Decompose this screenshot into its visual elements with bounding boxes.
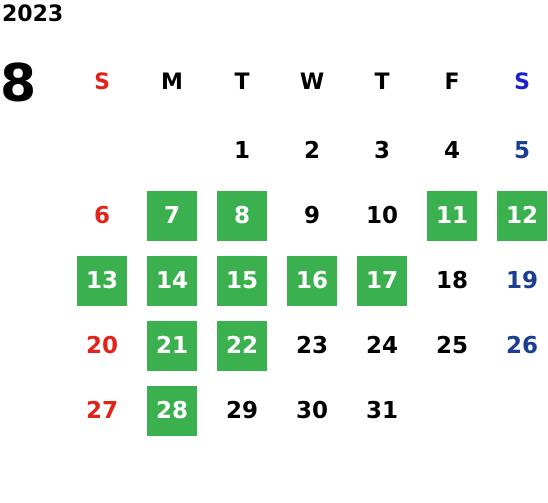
weekday-sunday: S [94,69,110,95]
day-cell[interactable]: 18 [435,268,468,294]
day-cell[interactable]: 31 [365,398,398,424]
day-cell[interactable]: 9 [303,203,320,229]
weekday-saturday: S [514,69,530,95]
day-cell-highlighted[interactable]: 21 [147,321,197,371]
day-cell[interactable]: 1 [233,138,250,164]
month-label: 8 [0,54,37,114]
day-cell-highlighted[interactable]: 13 [77,256,127,306]
day-cell[interactable]: 30 [295,398,328,424]
day-cell[interactable]: 5 [513,138,530,164]
weekday-friday: F [444,69,460,95]
day-cell[interactable]: 24 [365,333,398,359]
day-cell[interactable]: 6 [93,203,110,229]
day-cell[interactable]: 19 [505,268,538,294]
day-cell-highlighted[interactable]: 11 [427,191,477,241]
day-cell-highlighted[interactable]: 28 [147,386,197,436]
day-cell[interactable]: 25 [435,333,468,359]
day-cell[interactable]: 29 [225,398,258,424]
day-cell[interactable]: 4 [443,138,460,164]
day-cell-highlighted[interactable]: 15 [217,256,267,306]
day-cell[interactable]: 10 [365,203,398,229]
day-cell[interactable]: 23 [295,333,328,359]
year-label: 2023 [2,2,64,27]
day-cell[interactable]: 2 [303,138,320,164]
day-cell-highlighted[interactable]: 22 [217,321,267,371]
day-cell[interactable]: 27 [85,398,118,424]
weekday-tuesday: T [234,69,250,95]
day-cell-highlighted[interactable]: 7 [147,191,197,241]
weekday-wednesday: W [299,69,325,95]
day-cell[interactable]: 20 [85,333,118,359]
weekday-thursday: T [374,69,390,95]
day-cell-highlighted[interactable]: 8 [217,191,267,241]
day-cell[interactable]: 26 [505,333,538,359]
day-cell[interactable]: 3 [373,138,390,164]
day-cell-highlighted[interactable]: 14 [147,256,197,306]
day-cell-highlighted[interactable]: 17 [357,256,407,306]
day-cell-highlighted[interactable]: 12 [497,191,547,241]
day-cell-highlighted[interactable]: 16 [287,256,337,306]
weekday-monday: M [161,69,183,95]
